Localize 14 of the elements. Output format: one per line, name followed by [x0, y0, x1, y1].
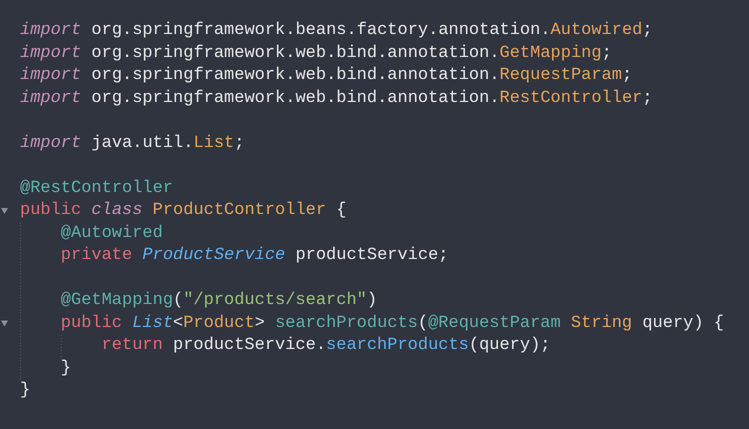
code-line: import org.springframework.web.bind.annotation.GetMapping; [20, 42, 612, 64]
code-line: } [20, 380, 30, 402]
code-line: return productService.searchProducts(query); [102, 335, 550, 357]
code-line: } [60, 358, 71, 380]
code-line: @GetMapping("/products/search") [60, 290, 378, 312]
code-line: import org.springframework.web.bind.annotation.RestController; [20, 88, 653, 110]
code-line: import org.springframework.beans.factory.annotation.Autowired; [20, 20, 653, 42]
code-line: public class ProductController { [20, 200, 346, 222]
code-line: private ProductService productService; [60, 245, 448, 267]
code-line: import org.springframework.web.bind.annotation.RequestParam; [20, 65, 632, 87]
code-line: import java.util.List; [20, 132, 244, 154]
code-line: public List<Product> searchProducts(@RequestParam String query) { [60, 312, 724, 334]
code-line: @RestController [20, 178, 174, 200]
code-line: @Autowired [60, 222, 163, 244]
